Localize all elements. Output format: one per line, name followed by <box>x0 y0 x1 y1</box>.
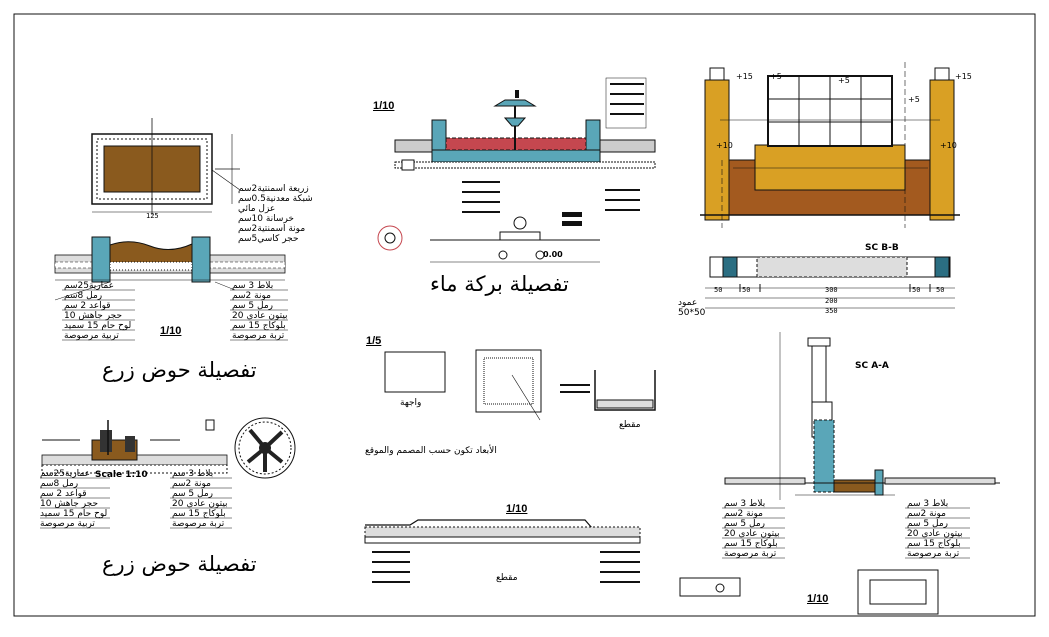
layer-left-3: قواعد 2 سم <box>64 301 111 311</box>
p2-layer-right-5: بلوكاج 15 سم <box>172 509 226 519</box>
p2-layer-left-5: لوح حام 15 سميد <box>40 509 108 519</box>
level-8: 0.00 <box>543 250 563 259</box>
scale-pool: 1/10 <box>373 100 395 112</box>
section-aa-leader-lines <box>722 507 970 559</box>
layer-right-2: مونة 2سم <box>232 291 271 301</box>
p2-layer-left-2: رمل 8سم <box>40 479 79 489</box>
planter-title-2: تفصيلة حوض زرع <box>102 552 257 576</box>
strip-cut-label: مقطع <box>496 573 518 583</box>
planter-1-leader-lines <box>62 289 288 341</box>
box-detail <box>384 349 656 421</box>
aa-layer-right-5: بلوكاج 15 سم <box>907 539 961 549</box>
sheet-border <box>13 13 1036 617</box>
scale-right-bottom: 1/10 <box>807 593 829 605</box>
planter-plan <box>91 118 241 215</box>
planter-2-leader-lines <box>40 477 232 529</box>
scale-box: 1/5 <box>366 335 382 347</box>
p2-layer-right-3: رمل 5 سم <box>172 489 213 499</box>
aa-layer-right-2: مونة 2سم <box>907 509 946 519</box>
dim-1: 50 <box>714 286 723 294</box>
scale-planter-2: Scale 1:10 <box>95 470 148 480</box>
box-cut-label: مقطع <box>619 420 641 430</box>
pool-section <box>394 90 656 171</box>
layer-right-4: بيتون عادي 20 <box>232 311 288 321</box>
layer-left-4: حجر جاهش 10 <box>64 311 123 321</box>
p2-layer-left-1: عمارية25سم <box>40 469 90 479</box>
layer-left-1: عمارية25سم <box>64 281 114 291</box>
top-note-3: عزل مائي <box>238 204 276 214</box>
p2-layer-left-4: حجر جاهش 10 <box>40 499 99 509</box>
top-note-1: زريعة اسمنتية2سم <box>238 184 309 194</box>
layer-left-6: تربية مرصوصة <box>64 331 119 341</box>
aa-layer-left-1: بلاط 3 سم <box>724 499 766 509</box>
aa-layer-left-3: رمل 5 سم <box>724 519 765 529</box>
aa-layer-left-4: بيتون عادي 20 <box>724 529 780 539</box>
top-note-5: مونة اسمنتية2سم <box>238 224 306 234</box>
section-aa-label: SC A-A <box>855 361 889 371</box>
aa-layer-right-4: بيتون عادي 20 <box>907 529 963 539</box>
p2-layer-left-6: تربية مرصوصة <box>40 519 95 529</box>
level-3: +5 <box>838 76 850 85</box>
layer-right-1: بلاط 3 سم <box>232 281 274 291</box>
section-aa <box>724 332 1000 500</box>
dim-7: 350 <box>825 307 838 315</box>
scale-strip: 1/10 <box>506 503 528 515</box>
top-note-4: خرسانة 10سم <box>238 214 294 224</box>
dim-8: 125 <box>146 212 159 220</box>
dim-5: 50 <box>936 286 945 294</box>
top-note-2: شبكة معدنية0.5سم <box>238 194 313 204</box>
layer-right-5: بلوكاج 15 سم <box>232 321 286 331</box>
aa-layer-right-6: تربة مرصوصة <box>907 549 960 559</box>
aa-layer-right-1: بلاط 3 سم <box>907 499 949 509</box>
dim-4: 50 <box>912 286 921 294</box>
section-bb-label: SC B-B <box>865 243 899 253</box>
layer-left-2: رمل 8سم <box>64 291 103 301</box>
aa-layer-right-3: رمل 5 سم <box>907 519 948 529</box>
scale-planter-1: 1/10 <box>160 325 182 337</box>
fence-elevation <box>700 62 960 228</box>
box-caption: الأبعاد تكون حسب المصمم والموقع <box>365 446 497 456</box>
top-note-6: حجر كاسي5سم <box>238 234 299 244</box>
p2-layer-right-1: بلاط 3 سم <box>172 469 214 479</box>
planter-title-1: تفصيلة حوض زرع <box>102 358 257 382</box>
p2-layer-right-2: مونة 2سم <box>172 479 211 489</box>
aa-layer-left-5: بلوكاج 15 سم <box>724 539 778 549</box>
p2-layer-left-3: قواعد 2 سم <box>40 489 87 499</box>
level-7: +15 <box>955 72 972 81</box>
p2-layer-right-6: تربة مرصوصة <box>172 519 225 529</box>
level-6: +10 <box>940 141 957 150</box>
level-5: +10 <box>716 141 733 150</box>
level-1: +15 <box>736 72 753 81</box>
section-bb <box>705 256 955 309</box>
column-note: عمود 50*50 <box>678 298 706 318</box>
planter-section-1 <box>54 236 286 301</box>
layer-right-6: تربة مرصوصة <box>232 331 285 341</box>
layer-right-3: رمل 5 سم <box>232 301 273 311</box>
layer-left-5: لوح حام 15 سميد <box>64 321 132 331</box>
box-facade-label: واجهة <box>400 398 422 408</box>
water-pool-title: تفصيلة بركة ماء <box>430 272 569 296</box>
strip-section <box>364 519 641 583</box>
level-4: +5 <box>908 95 920 104</box>
aa-layer-left-2: مونة 2سم <box>724 509 763 519</box>
pool-hatch-blocks <box>462 77 647 213</box>
planter-section-2 <box>41 420 228 474</box>
p2-layer-right-4: بيتون عادي 20 <box>172 499 228 509</box>
pool-small-elevation <box>377 212 600 263</box>
aa-layer-left-6: تربة مرصوصة <box>724 549 777 559</box>
dim-2: 50 <box>742 286 751 294</box>
dim-6: 200 <box>825 297 838 305</box>
dim-3: 300 <box>825 286 838 294</box>
small-detail-bottom-right <box>679 569 939 615</box>
tree-grate-plan <box>205 417 296 479</box>
level-2: +5 <box>770 72 782 81</box>
